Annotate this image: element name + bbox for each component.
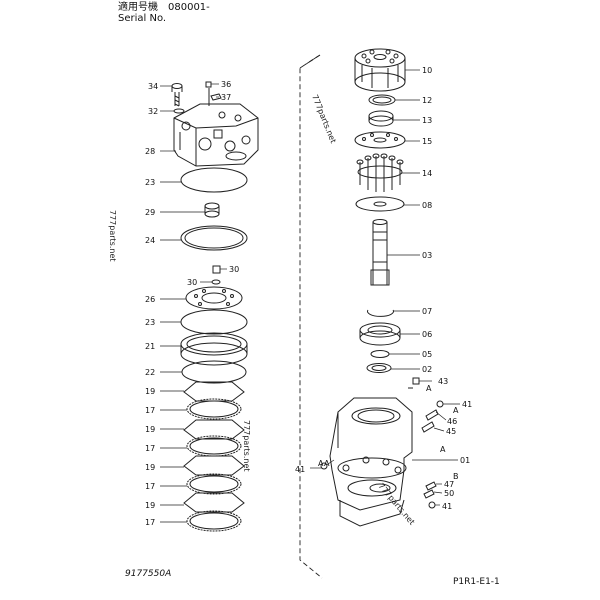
ref-letter: B	[453, 472, 459, 481]
callout-02: 02	[422, 365, 432, 374]
callout-13: 13	[422, 116, 432, 125]
watermark-text: 777parts.net	[242, 420, 251, 472]
spring-plate-26	[185, 286, 243, 310]
pin-37	[210, 93, 222, 101]
applicable-model-label: 適用号機	[118, 2, 158, 13]
plug-41-lower	[428, 501, 436, 509]
plate-24	[180, 225, 248, 251]
callout-22: 22	[145, 368, 155, 377]
callout-15: 15	[422, 137, 432, 146]
callout-28: 28	[145, 147, 155, 156]
callout-30: 30	[187, 278, 197, 287]
callout-19: 19	[145, 463, 155, 472]
callout-50: 50	[444, 489, 454, 498]
ref-letter: A	[426, 384, 432, 393]
drawing-number: 9177550A	[125, 569, 172, 579]
watermark-text: 777parts.net	[310, 93, 338, 144]
callout-21: 21	[145, 342, 155, 351]
serial-number-label: Serial No.	[118, 13, 167, 24]
screw-30-lower	[211, 279, 221, 285]
callout-17: 17	[145, 518, 155, 527]
callout-17: 17	[145, 482, 155, 491]
plug-41-left	[320, 462, 328, 470]
callout-17: 17	[145, 444, 155, 453]
brake-piston-21	[180, 332, 248, 366]
needle-bearing-29	[204, 202, 220, 218]
shaft-03	[370, 219, 390, 286]
callout-12: 12	[422, 96, 432, 105]
snap-ring-07	[367, 309, 394, 317]
brake-disk-stack	[183, 381, 245, 532]
left-callout-labels: 34 36 37 32 28 23 29 24 30 30 26 23 21 22 19 17 19 17 19 17…	[145, 80, 239, 527]
callout-06: 06	[422, 330, 432, 339]
watermarks: 777parts.net777parts.net777parts.net777p…	[108, 93, 416, 526]
callout-43: 43	[438, 377, 448, 386]
callout-32: 32	[148, 107, 158, 116]
assembly-boundary-line	[299, 54, 323, 579]
valve-housing-28	[173, 103, 259, 167]
callout-10: 10	[422, 66, 432, 75]
plug-36	[205, 81, 212, 88]
callout-19: 19	[145, 501, 155, 510]
plug-41-upper	[436, 400, 444, 408]
valve-50	[423, 489, 435, 499]
screw-30-upper	[212, 265, 221, 274]
callout-34: 34	[148, 82, 158, 91]
valve-47	[425, 481, 437, 491]
callout-41: 41	[442, 502, 452, 511]
header: 適用号機 080001- Serial No.	[118, 2, 210, 24]
callout-19: 19	[145, 425, 155, 434]
retainer-plate-15	[354, 131, 406, 149]
watermark-text: 777parts.net	[108, 210, 117, 262]
cylinder-block-10	[354, 48, 406, 92]
callout-05: 05	[422, 350, 432, 359]
callout-19: 19	[145, 387, 155, 396]
motor-housing-01	[329, 397, 413, 527]
bearing-06	[359, 322, 401, 346]
ref-letter: A	[318, 459, 324, 468]
ref-letter: A	[324, 459, 330, 468]
spacer-13	[368, 110, 394, 127]
serial-number-value: 080001-	[168, 2, 210, 13]
swash-plate-08	[355, 196, 405, 212]
callout-14: 14	[422, 169, 432, 178]
collar-05	[370, 350, 390, 358]
o-ring-23-lower	[180, 309, 248, 335]
page-reference: P1R1-E1-1	[453, 577, 500, 587]
callout-17: 17	[145, 406, 155, 415]
valve-45	[421, 421, 435, 433]
callout-08: 08	[422, 201, 432, 210]
valve-46	[425, 409, 439, 421]
callout-47: 47	[444, 480, 454, 489]
plug-43	[412, 377, 420, 385]
callout-07: 07	[422, 307, 432, 316]
callout-24: 24	[145, 236, 155, 245]
callout-36: 36	[221, 80, 231, 89]
o-ring-23-upper	[180, 167, 248, 193]
callout-23: 23	[145, 318, 155, 327]
ref-letter: A	[440, 445, 446, 454]
piston-set-14	[356, 153, 404, 192]
callout-41: 41	[462, 400, 472, 409]
callout-01: 01	[460, 456, 470, 465]
callout-46: 46	[447, 417, 457, 426]
callout-37: 37	[221, 93, 231, 102]
oil-seal-02	[366, 363, 392, 373]
callout-03: 03	[422, 251, 432, 260]
washer-32	[173, 108, 185, 114]
ring-22	[181, 360, 247, 384]
bolt-34	[171, 83, 183, 107]
callout-30: 30	[229, 265, 239, 274]
callout-45: 45	[446, 427, 456, 436]
callout-23: 23	[145, 178, 155, 187]
callout-41: 41	[295, 465, 305, 474]
callout-29: 29	[145, 208, 155, 217]
ref-letter: A	[453, 406, 459, 415]
callout-26: 26	[145, 295, 155, 304]
